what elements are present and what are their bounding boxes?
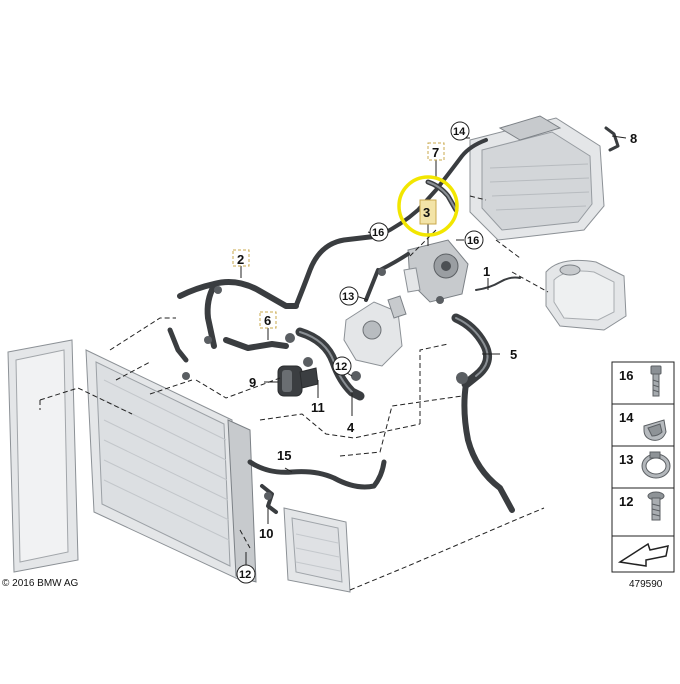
callout-15[interactable]: 15 xyxy=(277,448,291,463)
callout-12-upper[interactable]: 12 xyxy=(335,361,347,373)
callout-10[interactable]: 10 xyxy=(259,526,273,541)
callout-3[interactable]: 3 xyxy=(423,205,430,220)
callout-13[interactable]: 13 xyxy=(342,291,354,303)
bolt-icon xyxy=(650,365,662,397)
screw-icon xyxy=(647,491,665,521)
callout-2[interactable]: 2 xyxy=(237,252,244,267)
intercooler xyxy=(469,115,605,241)
reference-lines xyxy=(39,195,549,591)
legend-number-13: 13 xyxy=(619,452,633,467)
callout-1[interactable]: 1 xyxy=(483,264,490,279)
callout-14[interactable]: 14 xyxy=(453,126,466,138)
thermostat-housing xyxy=(343,295,407,367)
fastener-legend: 16 14 13 12 xyxy=(611,361,675,573)
legend-number-16: 16 xyxy=(619,368,633,383)
callout-12-lower[interactable]: 12 xyxy=(239,569,251,581)
callout-16-lower[interactable]: 16 xyxy=(467,235,479,247)
callout-11[interactable]: 11 xyxy=(311,400,325,415)
auxiliary-pump xyxy=(277,365,319,397)
highlight-circle xyxy=(397,175,459,237)
electric-water-pump xyxy=(403,239,469,303)
callout-4[interactable]: 4 xyxy=(347,420,355,435)
hose-clamp-icon xyxy=(641,451,671,479)
leader-lines xyxy=(240,135,627,565)
callout-16-upper[interactable]: 16 xyxy=(372,227,384,239)
legend-number-12: 12 xyxy=(619,494,633,509)
auxiliary-radiator xyxy=(283,507,351,593)
callout-9[interactable]: 9 xyxy=(249,375,256,390)
callout-8[interactable]: 8 xyxy=(630,131,637,146)
callout-3-badge xyxy=(419,199,437,225)
radiator xyxy=(7,339,257,583)
callout-6[interactable]: 6 xyxy=(264,313,271,328)
clamp-fittings xyxy=(182,268,468,500)
clip-icon xyxy=(643,419,667,441)
direction-arrow-icon xyxy=(617,542,669,567)
callout-5[interactable]: 5 xyxy=(510,347,517,362)
legend-number-14: 14 xyxy=(619,410,634,425)
diagram-id: 479590 xyxy=(629,579,663,590)
callout-labels: 1 2 3 4 5 6 7 8 9 10 11 12 12 13 xyxy=(232,121,637,584)
copyright-text: © 2016 BMW AG xyxy=(2,578,79,589)
callout-7[interactable]: 7 xyxy=(432,145,439,160)
expansion-tank xyxy=(545,259,627,331)
